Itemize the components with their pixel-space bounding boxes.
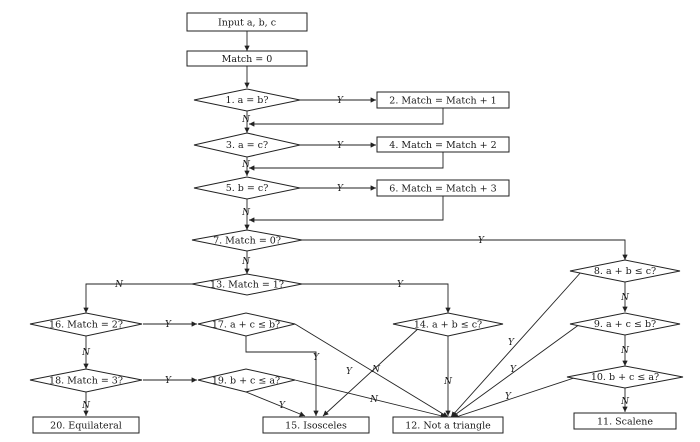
decision-13-shape (191, 273, 303, 296)
label-d1-no: N (241, 115, 251, 125)
decision-10-text: 10. b + c ≤ a? (591, 372, 659, 383)
label-d1-yes: Y (337, 96, 344, 106)
input-box (186, 12, 308, 32)
edge-d17-p12 (294, 323, 449, 418)
label-d14-no: N (443, 377, 453, 387)
decision-13-text: 13. Match = 1? (210, 280, 284, 291)
label-d9-yes: Y (510, 365, 517, 375)
label-d13-no: N (114, 280, 124, 290)
decision-8-text: 8. a + b ≤ c? (594, 266, 656, 277)
label-d8-yes: Y (508, 338, 515, 348)
label-d19-no: N (369, 395, 379, 405)
label-d13-yes: Y (397, 280, 404, 290)
edge-d17-p15 (245, 336, 319, 416)
decision-18-text: 18. Match = 3? (49, 376, 123, 387)
result-12-text: 12. Not a triangle (405, 421, 491, 432)
decision-7-text: 7. Match = 0? (213, 236, 281, 247)
edge-d19-p12 (294, 379, 447, 419)
result-20-box (32, 416, 140, 434)
edge-d13-d16 (83, 283, 192, 313)
edge-d8-p12 (450, 270, 583, 418)
edge-d14-p15 (322, 326, 421, 417)
decision-18-shape (29, 368, 143, 393)
result-15-text: 15. Isosceles (285, 421, 347, 432)
decision-3-shape (193, 132, 301, 158)
edge-p2-return (249, 108, 444, 127)
decision-19-shape (197, 368, 296, 393)
label-d8-no: N (620, 293, 630, 303)
label-d5-no: N (241, 208, 251, 218)
process-2-text: 2. Match = Match + 1 (389, 96, 496, 107)
process-4-text: 4. Match = Match + 2 (389, 140, 496, 151)
process-2-box (376, 91, 510, 109)
label-d10-yes: Y (505, 392, 512, 402)
input-text: Input a, b, c (218, 18, 276, 29)
process-4-box (376, 136, 510, 153)
edge-p4-return (249, 152, 444, 171)
edge-d7-d8 (302, 239, 628, 260)
edge-d13-d14 (302, 283, 451, 313)
edge-d19-p15 (245, 391, 306, 417)
result-15-box (262, 416, 370, 434)
edge-labels: Y N Y N Y N Y N N Y Y N Y N N Y N Y Y N … (81, 96, 630, 411)
match-init-box (186, 50, 308, 67)
label-d5-yes: Y (337, 184, 344, 194)
label-d17-yes: Y (313, 353, 320, 363)
label-d9-no: N (620, 346, 630, 356)
edges (83, 31, 628, 419)
match-init-text: Match = 0 (222, 54, 273, 65)
decision-1-shape (193, 88, 301, 112)
decision-7-shape (191, 229, 303, 252)
edge-p6-return (249, 196, 444, 223)
process-6-box (376, 179, 510, 197)
label-d18-no: N (81, 401, 91, 411)
process-6-text: 6. Match = Match + 3 (389, 184, 496, 195)
label-d17-no: N (371, 365, 381, 375)
result-12-box (392, 416, 504, 434)
decision-5-text: 5. b = c? (226, 183, 269, 194)
decision-16-text: 16. Match = 2? (49, 320, 123, 331)
decision-9-shape (569, 312, 681, 336)
nodes: Input a, b, c Match = 0 1. a = b? 2. Mat… (29, 12, 684, 434)
decision-10-shape (566, 365, 684, 389)
label-d16-no: N (81, 348, 91, 358)
label-d7-yes: Y (478, 236, 485, 246)
result-11-box (573, 412, 677, 430)
label-d3-no: N (241, 160, 251, 170)
decision-14-text: 14. a + b ≤ c? (414, 320, 482, 331)
decision-14-shape (392, 312, 504, 337)
label-d7-no: N (241, 257, 251, 267)
decision-9-text: 9. a + c ≤ b? (594, 319, 656, 330)
decision-3-text: 3. a = c? (226, 140, 268, 151)
edge-d10-p12 (452, 376, 578, 419)
label-d18-yes: Y (165, 376, 172, 386)
decision-5-shape (193, 176, 301, 200)
result-20-text: 20. Equilateral (50, 421, 122, 432)
label-d10-no: N (620, 397, 630, 407)
decision-1-text: 1. a = b? (226, 95, 269, 106)
decision-8-shape (569, 259, 681, 283)
decision-17-shape (197, 312, 296, 337)
result-11-text: 11. Scalene (597, 417, 653, 428)
label-d19-yes: Y (279, 401, 286, 411)
decision-17-text: 17. a + c ≤ b? (212, 320, 280, 331)
decision-19-text: 19. b + c ≤ a? (212, 376, 280, 387)
decision-16-shape (29, 312, 143, 337)
label-d16-yes: Y (165, 320, 172, 330)
label-d14-yes: Y (346, 367, 353, 377)
label-d3-yes: Y (337, 141, 344, 151)
edge-d9-p12 (451, 323, 581, 418)
